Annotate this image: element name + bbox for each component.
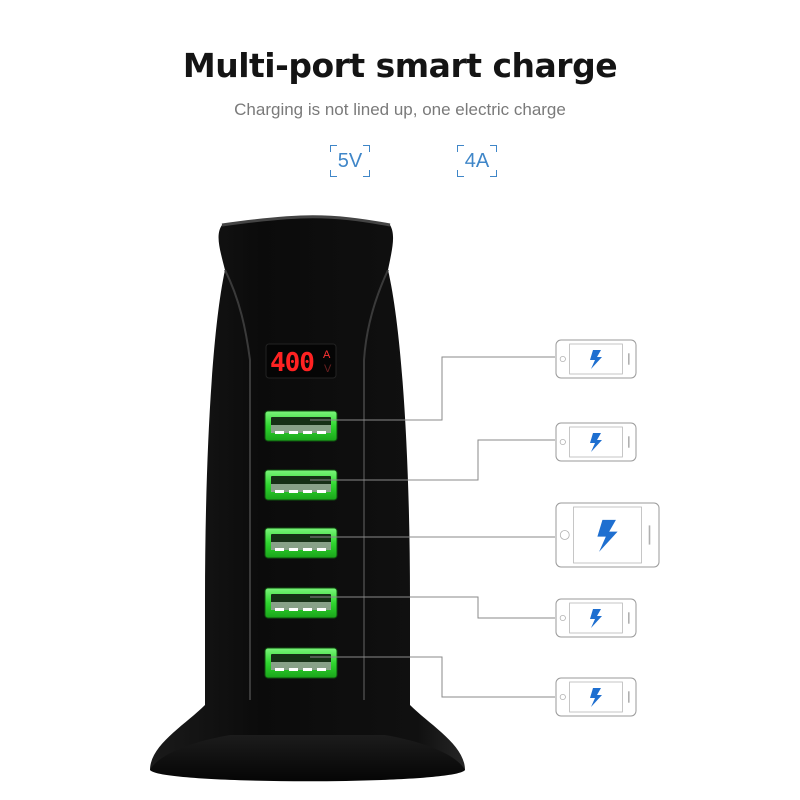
current-value: 4A	[464, 150, 490, 172]
tablet-icon	[555, 502, 660, 568]
led-reading: 400	[270, 348, 314, 378]
connector-line	[310, 656, 555, 698]
lightning-bolt-icon	[590, 609, 602, 628]
device-icons	[555, 339, 660, 717]
voltage-value: 5V	[337, 150, 363, 172]
page-title: Multi-port smart charge	[182, 46, 618, 85]
connector-line	[310, 356, 555, 421]
phone-icon	[555, 422, 637, 462]
connector-lines	[310, 356, 555, 698]
connector-line	[310, 439, 555, 481]
lightning-bolt-icon	[590, 433, 602, 452]
phone-icon	[555, 598, 637, 638]
page-subtitle: Charging is not lined up, one electric c…	[234, 100, 566, 119]
usb-port	[264, 587, 338, 619]
phone-icon	[555, 677, 637, 717]
usb-port	[264, 647, 338, 679]
lightning-bolt-icon	[597, 519, 618, 552]
voltage-badge: 5V	[330, 145, 370, 177]
usb-port	[264, 469, 338, 501]
lightning-bolt-icon	[590, 688, 602, 707]
usb-ports	[264, 410, 338, 679]
usb-port	[264, 527, 338, 559]
led-unit-amp: A	[323, 349, 331, 361]
led-unit-volt: V	[324, 363, 332, 375]
usb-port	[264, 410, 338, 442]
lightning-bolt-icon	[590, 350, 602, 369]
current-badge: 4A	[457, 145, 497, 177]
phone-icon	[555, 339, 637, 379]
connector-line	[310, 596, 555, 619]
led-display: 400 A V	[265, 343, 337, 379]
